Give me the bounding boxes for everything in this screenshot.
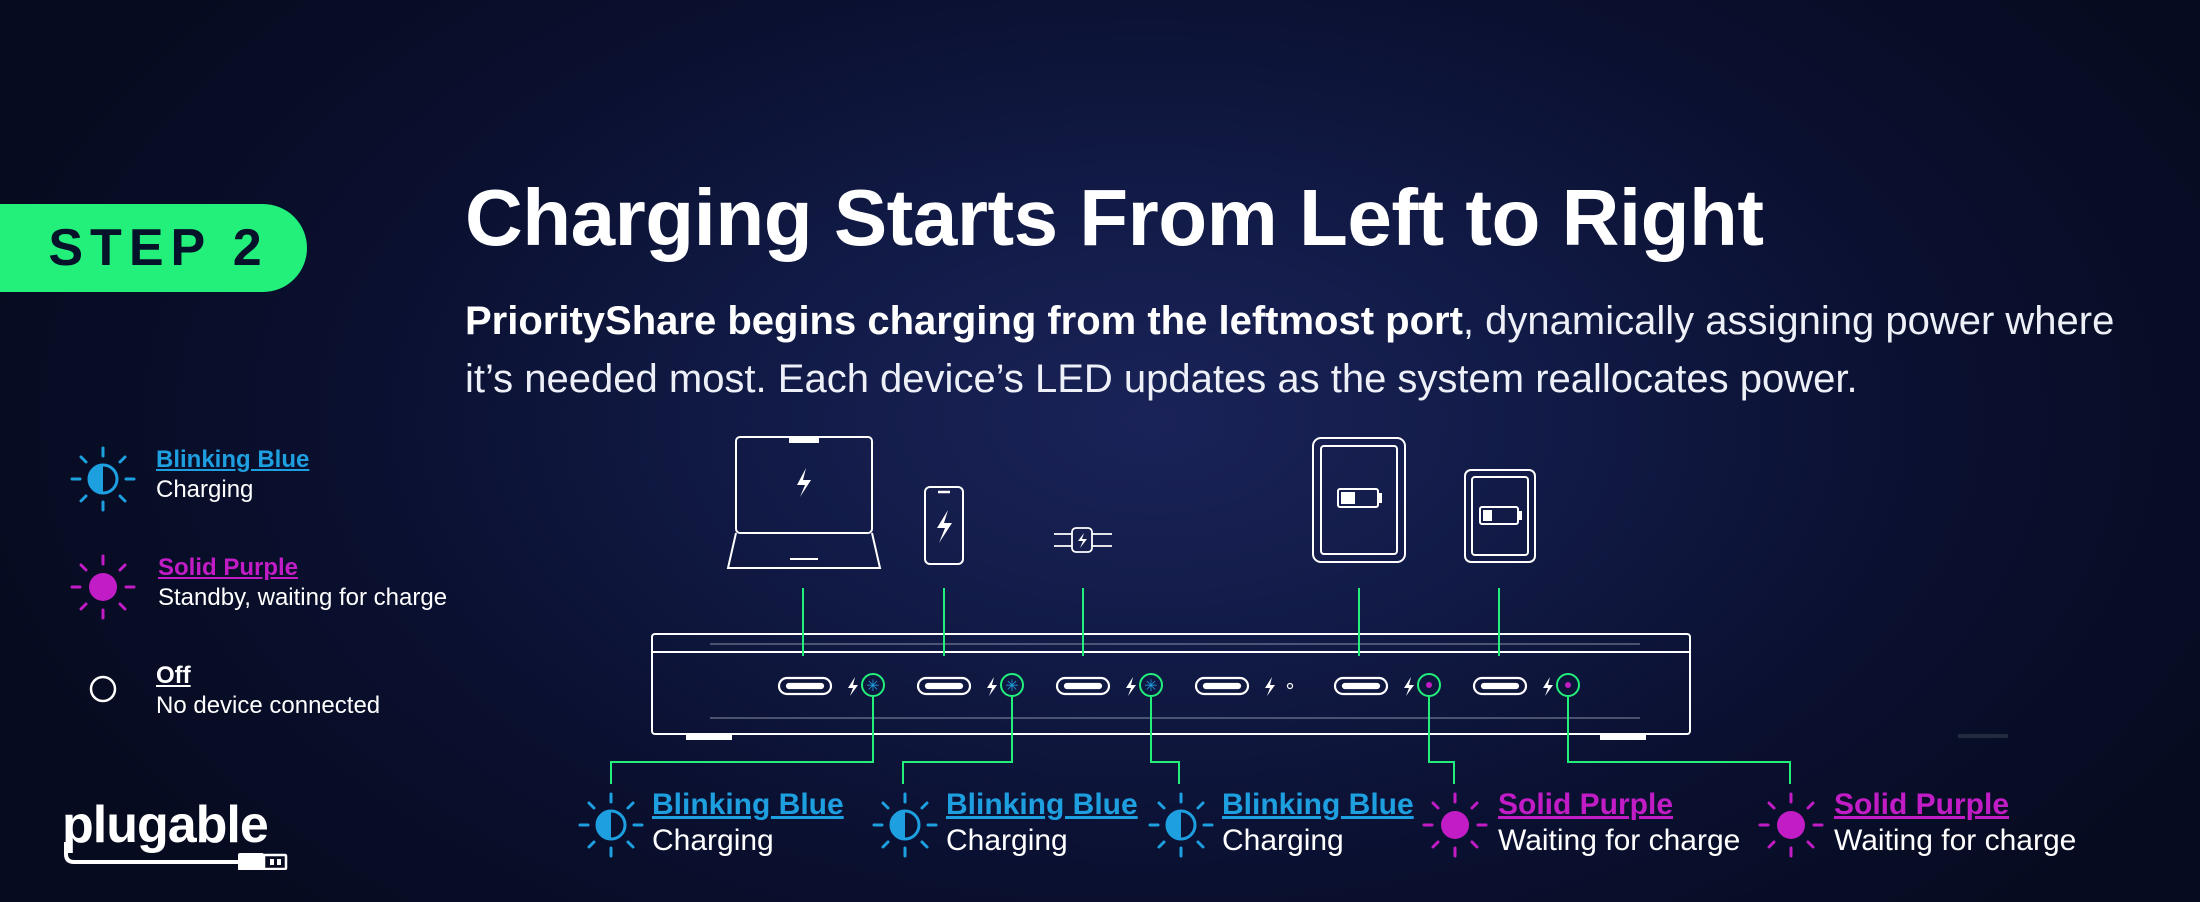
status-connector-lines	[610, 697, 1791, 784]
solid-purple-led-icon	[1422, 792, 1488, 858]
solid-purple-led-icon	[70, 554, 136, 620]
device-connector-lines	[802, 588, 1500, 656]
usb-cable-logo-icon	[64, 842, 288, 870]
brand-logo: plugable	[62, 795, 269, 855]
legend-desc: No device connected	[156, 692, 381, 719]
watch-icon	[1054, 527, 1112, 553]
phone-icon	[924, 486, 964, 565]
status-desc: Charging	[652, 824, 774, 857]
blinking-blue-led-icon	[1148, 792, 1214, 858]
brand-name: plugable	[62, 796, 269, 854]
small-tablet-icon	[1464, 469, 1536, 563]
status-title: Blinking Blue	[652, 788, 844, 821]
step-badge: STEP 2	[0, 204, 307, 292]
laptop-icon	[726, 436, 882, 569]
legend-item-solid-purple: Solid Purple Standby, waiting for charge	[70, 554, 520, 624]
status-title: Solid Purple	[1498, 788, 1674, 821]
step-label: STEP 2	[48, 219, 269, 277]
shadow-mark	[1958, 734, 2008, 738]
legend-title: Blinking Blue	[156, 446, 310, 473]
status-desc: Charging	[1222, 824, 1344, 857]
legend-title: Solid Purple	[158, 554, 299, 581]
legend-desc: Charging	[156, 476, 254, 503]
port-bolt-icons	[848, 677, 1553, 696]
charging-hub	[651, 633, 1691, 740]
tablet-icon	[1312, 437, 1406, 563]
svg-text:✳: ✳	[1005, 678, 1018, 695]
blinking-blue-led-icon	[872, 792, 938, 858]
subtitle-rest: , dynamically assigning power where it’s…	[465, 299, 2115, 401]
page-title: Charging Starts From Left to Right	[465, 173, 1764, 262]
status-title: Blinking Blue	[946, 788, 1138, 821]
svg-text:✳: ✳	[1144, 678, 1157, 695]
port-leds: ✳ ✳ ✳	[861, 673, 1580, 697]
legend-item-off: Off No device connected	[70, 662, 520, 732]
usb-ports	[777, 676, 1528, 696]
legend-desc: Standby, waiting for charge	[158, 584, 448, 611]
off-led-icon	[89, 675, 117, 703]
status-desc: Charging	[946, 824, 1068, 857]
solid-purple-led-icon	[1758, 792, 1824, 858]
status-title: Blinking Blue	[1222, 788, 1414, 821]
subtitle-bold: PriorityShare begins charging from the l…	[465, 299, 1463, 343]
status-desc: Waiting for charge	[1834, 824, 2077, 857]
legend-title: Off	[156, 662, 191, 689]
svg-text:✳: ✳	[866, 678, 879, 695]
blinking-blue-led-icon	[578, 792, 644, 858]
status-title: Solid Purple	[1834, 788, 2010, 821]
legend-item-blinking-blue: Blinking Blue Charging	[70, 446, 520, 516]
blinking-blue-led-icon	[70, 446, 136, 512]
status-desc: Waiting for charge	[1498, 824, 1741, 857]
page-subtitle: PriorityShare begins charging from the l…	[465, 292, 2165, 408]
